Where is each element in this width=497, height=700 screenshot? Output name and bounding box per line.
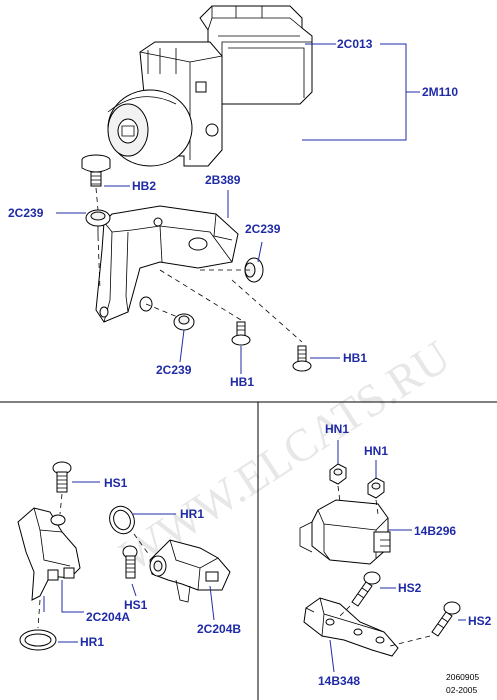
guide-line	[95, 187, 99, 211]
left-labels: HS1 HR1 HS1 2C204A 2C204B HR1	[80, 476, 241, 649]
nut-hn1-left-drawing	[329, 463, 347, 485]
sensor-2c204a-drawing	[17, 507, 81, 601]
o-ring-hr1-bottom-drawing	[19, 629, 57, 651]
bracket-14b348-drawing	[303, 597, 399, 657]
yaw-rate-sensor-assembly	[299, 463, 461, 657]
abs-module-assembly	[81, 5, 313, 372]
label-hb1-bottom: HB1	[230, 375, 254, 389]
label-14b296: 14B296	[414, 524, 456, 538]
label-hb1-right: HB1	[343, 351, 367, 365]
label-hr1-bottom: HR1	[80, 635, 104, 649]
label-hn1-left: HN1	[325, 422, 349, 436]
label-hb2: HB2	[132, 179, 156, 193]
screw-hs1-top-drawing	[52, 461, 72, 493]
bolt-hb1-right-drawing	[292, 345, 312, 372]
label-hn1-right: HN1	[364, 444, 388, 458]
label-hs1-top: HS1	[104, 476, 128, 490]
label-hs2-mid: HS2	[398, 581, 422, 595]
right-labels: HN1 HN1 14B296 HS2 HS2 14B348	[318, 422, 492, 688]
mounting-bracket-drawing	[95, 205, 239, 323]
screw-hs2-right-drawing	[431, 601, 461, 637]
left-leader-lines	[43, 481, 215, 643]
label-2c239-bottom: 2C239	[156, 363, 192, 377]
label-2c239-right: 2C239	[245, 222, 281, 236]
drawing-date: 02-2005	[446, 685, 477, 695]
guide-line	[145, 303, 181, 319]
guide-line	[339, 605, 351, 617]
label-2c204b: 2C204B	[197, 622, 241, 636]
guide-line	[59, 493, 63, 515]
hydraulic-unit-drawing	[107, 41, 223, 167]
top-labels: 2C013 2M110 HB2 2B389 2C239 2C239 2C239 …	[8, 37, 458, 389]
bolt-hb1-bottom-drawing	[231, 321, 251, 346]
o-ring-hr1-right-drawing	[109, 505, 135, 535]
guide-line	[97, 235, 101, 291]
label-2b389: 2B389	[205, 173, 241, 187]
guide-line	[231, 279, 303, 343]
drawing-number: 2060905	[446, 672, 479, 682]
guide-line	[337, 485, 341, 503]
screw-hs2-mid-drawing	[351, 571, 381, 607]
wheel-speed-sensor-assembly	[17, 461, 231, 651]
right-leader-lines	[329, 440, 466, 673]
footer: 2060905 02-2005	[446, 672, 479, 695]
guide-line	[133, 533, 151, 557]
grommet-2c239-bottom-drawing	[173, 313, 195, 331]
screw-hs1-mid-drawing	[122, 545, 138, 579]
guide-line	[37, 599, 41, 629]
label-hs2-right: HS2	[468, 614, 492, 628]
abs-control-module-drawing	[199, 5, 313, 105]
bolt-hb2-drawing	[81, 154, 111, 187]
nut-hn1-right-drawing	[367, 477, 385, 499]
sensor-2c204b-drawing	[149, 539, 231, 603]
label-2c239-left: 2C239	[8, 206, 44, 220]
label-2c013: 2C013	[337, 37, 373, 51]
label-2m110: 2M110	[422, 85, 458, 99]
guide-line	[159, 269, 242, 321]
guide-line	[375, 499, 379, 515]
label-2c204a: 2C204A	[86, 610, 130, 624]
label-14b348: 14B348	[318, 674, 360, 688]
guide-line	[389, 635, 431, 647]
yaw-sensor-14b296-drawing	[299, 499, 391, 565]
label-hs1-mid: HS1	[124, 598, 148, 612]
top-leader-lines	[56, 43, 420, 374]
label-hr1-right: HR1	[180, 507, 204, 521]
